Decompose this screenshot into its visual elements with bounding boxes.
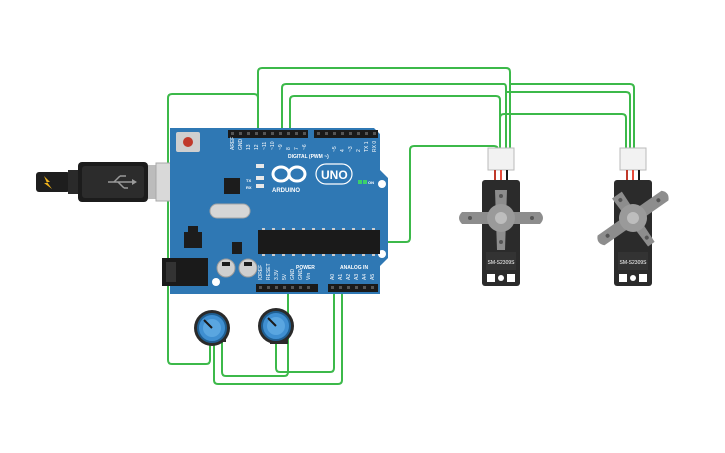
wire-pot2-a1[interactable] xyxy=(275,290,335,373)
wire-gnd-top[interactable] xyxy=(257,67,511,150)
pin-label: RESET xyxy=(266,263,272,280)
analog-label: ANALOG IN xyxy=(340,265,368,271)
pin-label: 5V xyxy=(282,273,288,280)
power-header[interactable] xyxy=(256,284,318,292)
pin-label: ~10 xyxy=(270,141,276,150)
pin-label: ~5 xyxy=(332,146,338,152)
wire-5v-top[interactable] xyxy=(281,83,504,134)
servo-connector xyxy=(619,147,647,171)
pin-label: 3.3V xyxy=(274,269,280,280)
pin-label: AREF xyxy=(230,137,236,150)
servo-horn[interactable] xyxy=(583,171,686,268)
pin-label: GND xyxy=(290,269,296,281)
pin-label: 2 xyxy=(356,149,362,152)
pot-knob-indicator xyxy=(203,319,213,329)
pin-label: A1 xyxy=(338,274,344,280)
crystal xyxy=(209,203,251,219)
pin-label: IOREF xyxy=(258,265,264,280)
pin-label: A5 xyxy=(370,274,376,280)
wire-5v-servo[interactable] xyxy=(503,83,507,150)
tx-label: TX xyxy=(246,178,251,183)
pin-label: 8 xyxy=(286,147,292,150)
arduino-logo-icon xyxy=(271,165,307,183)
servo-2[interactable]: SM-S2309S xyxy=(583,147,686,286)
analog-header[interactable] xyxy=(328,284,378,292)
wire-pin10[interactable] xyxy=(289,95,501,150)
usb-chip xyxy=(224,178,240,194)
servo-model-label: SM-S2309S xyxy=(620,260,648,266)
pin-label: ~11 xyxy=(262,142,268,150)
pin-label: Vin xyxy=(306,273,312,280)
power-bolt-icon xyxy=(44,176,52,189)
wire-pot-power[interactable] xyxy=(221,290,289,377)
servo-1[interactable]: SM-S2309S xyxy=(459,147,543,286)
power-label: POWER xyxy=(296,265,315,271)
pin-label: 7 xyxy=(294,147,300,150)
mounting-hole xyxy=(378,180,386,188)
servo-horn[interactable] xyxy=(459,190,543,250)
arduino-uno-board[interactable]: TX RX ARDUINO UNO ON xyxy=(162,128,388,294)
wire-pin9[interactable] xyxy=(499,104,627,150)
digital-header[interactable] xyxy=(228,130,378,138)
pin-label: 4 xyxy=(340,149,346,152)
pin-label: A2 xyxy=(346,274,352,280)
brand-label: ARDUINO xyxy=(272,188,300,194)
mounting-hole xyxy=(212,278,220,286)
pin-label: RX 0 xyxy=(372,141,378,152)
pin-label: A4 xyxy=(362,274,368,280)
rx-label: RX xyxy=(246,185,252,190)
pin-label: A0 xyxy=(330,274,336,280)
wire-5v-servo2[interactable] xyxy=(506,91,631,150)
on-label: ON xyxy=(368,180,374,185)
wire-gnd-servo2[interactable] xyxy=(510,83,635,150)
servo-model-label: SM-S2309S xyxy=(488,260,516,266)
pin-label: 13 xyxy=(246,144,252,150)
pin-label: ~6 xyxy=(302,144,308,150)
potentiometer-2[interactable] xyxy=(258,308,294,344)
wire-pot1-a0[interactable] xyxy=(213,290,343,385)
capacitor xyxy=(238,258,258,278)
pin-label: GND xyxy=(238,139,244,151)
atmega-chip xyxy=(258,230,380,254)
pin-label: ~3 xyxy=(348,146,354,152)
pin-label: 12 xyxy=(254,144,260,150)
digital-label: DIGITAL (PWM ~) xyxy=(288,154,329,160)
usb-icon xyxy=(108,175,137,189)
potentiometer-1[interactable] xyxy=(194,310,230,346)
capacitor xyxy=(216,258,236,278)
wire-left-loop[interactable] xyxy=(167,93,259,365)
pot-knob-indicator xyxy=(267,317,277,327)
pin-label: TX 1 xyxy=(364,141,370,152)
wire-servo1-signal[interactable] xyxy=(380,145,499,243)
pin-label: A3 xyxy=(354,274,360,280)
model-label: UNO xyxy=(321,168,348,182)
servo-connector xyxy=(487,147,515,171)
pin-label: GND xyxy=(298,269,304,281)
voltage-regulator xyxy=(184,232,202,248)
pin-label: ~9 xyxy=(278,144,284,150)
on-led xyxy=(358,180,362,184)
